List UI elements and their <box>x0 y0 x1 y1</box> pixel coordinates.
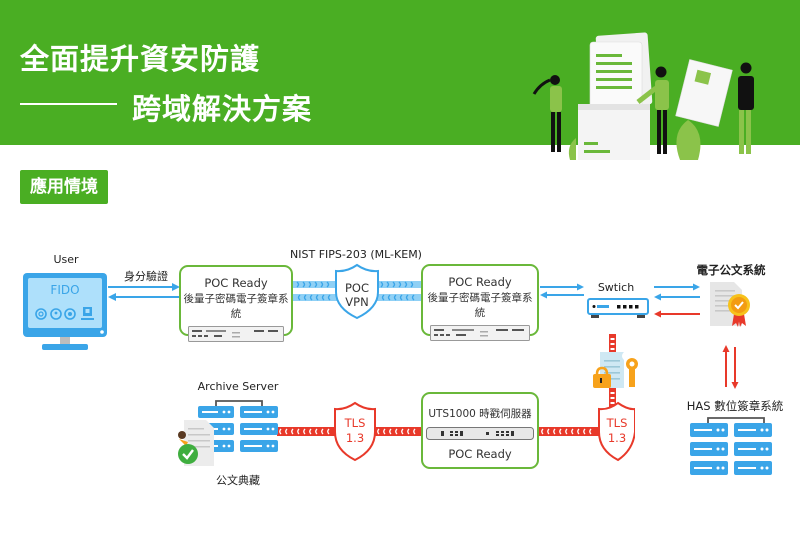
user-device-arrows <box>108 283 180 301</box>
tls-left-line1: TLS <box>344 416 366 430</box>
fido-label: FIDO <box>50 283 80 297</box>
token-icon <box>64 308 76 320</box>
uts-timestamp-server: UTS1000 時戳伺服器 POC Ready <box>421 392 539 469</box>
device-switch-arrows <box>540 283 584 299</box>
edoc-system-label: 電子公文系統 <box>696 263 766 277</box>
archive-caption: 公文典藏 <box>216 474 260 487</box>
has-system-label: HAS 數位簽章系統 <box>686 399 784 413</box>
face-id-icon <box>50 308 62 320</box>
pqc-device-right: POC Ready 後量子密碼電子簽章系統 <box>421 264 539 341</box>
device-left-title: POC Ready <box>204 276 268 290</box>
header-banner: 全面提升資安防護 跨域解決方案 <box>0 0 800 160</box>
auth-label: 身分驗證 <box>124 270 168 283</box>
switch-label: Swtich <box>597 281 635 294</box>
uts-footer: POC Ready <box>448 447 512 461</box>
rack-appliance-icon <box>188 326 284 342</box>
device-left-subtitle: 後量子密碼電子簽章系統 <box>183 293 289 320</box>
tls-right-line2: 1.3 <box>607 431 627 445</box>
approved-document-icon <box>178 420 214 466</box>
user-label: User <box>53 253 79 266</box>
page-title: 全面提升資安防護 <box>20 42 261 76</box>
title-divider <box>20 103 117 105</box>
user-computer-icon <box>23 273 107 350</box>
tls-right-line1: TLS <box>606 416 628 430</box>
rack-appliance-icon <box>430 325 530 341</box>
key-lock-document-icon <box>593 334 638 408</box>
crypto-standard-label: NIST FIPS-203 (ML-KEM) <box>290 248 422 261</box>
archive-server-label: Archive Server <box>197 380 279 393</box>
pqc-device-left: POC Ready 後量子密碼電子簽章系統 <box>179 265 293 342</box>
vpn-shield-line2: VPN <box>345 295 369 309</box>
section-tag-use-cases: 應用情境 <box>20 170 108 204</box>
edoc-has-arrows <box>722 345 739 389</box>
vpn-tunnel <box>293 263 421 320</box>
device-right-title: POC Ready <box>448 275 512 289</box>
has-server-cluster-icon <box>690 417 772 475</box>
page-subtitle: 跨域解決方案 <box>132 92 313 126</box>
tls-left-line2: 1.3 <box>345 431 365 445</box>
tls-link <box>277 401 635 462</box>
people-documents-illustration <box>532 32 754 160</box>
device-right-subtitle: 後量子密碼電子簽章系統 <box>427 292 533 319</box>
rack-appliance-icon <box>426 427 534 440</box>
network-switch-icon <box>587 298 649 318</box>
vpn-shield-line1: POC <box>344 281 370 295</box>
security-key-icon <box>81 307 94 320</box>
switch-edoc-arrows <box>654 283 700 318</box>
certified-document-icon <box>710 282 750 327</box>
uts-title: UTS1000 時戳伺服器 <box>428 408 532 420</box>
fingerprint-icon <box>35 308 47 320</box>
